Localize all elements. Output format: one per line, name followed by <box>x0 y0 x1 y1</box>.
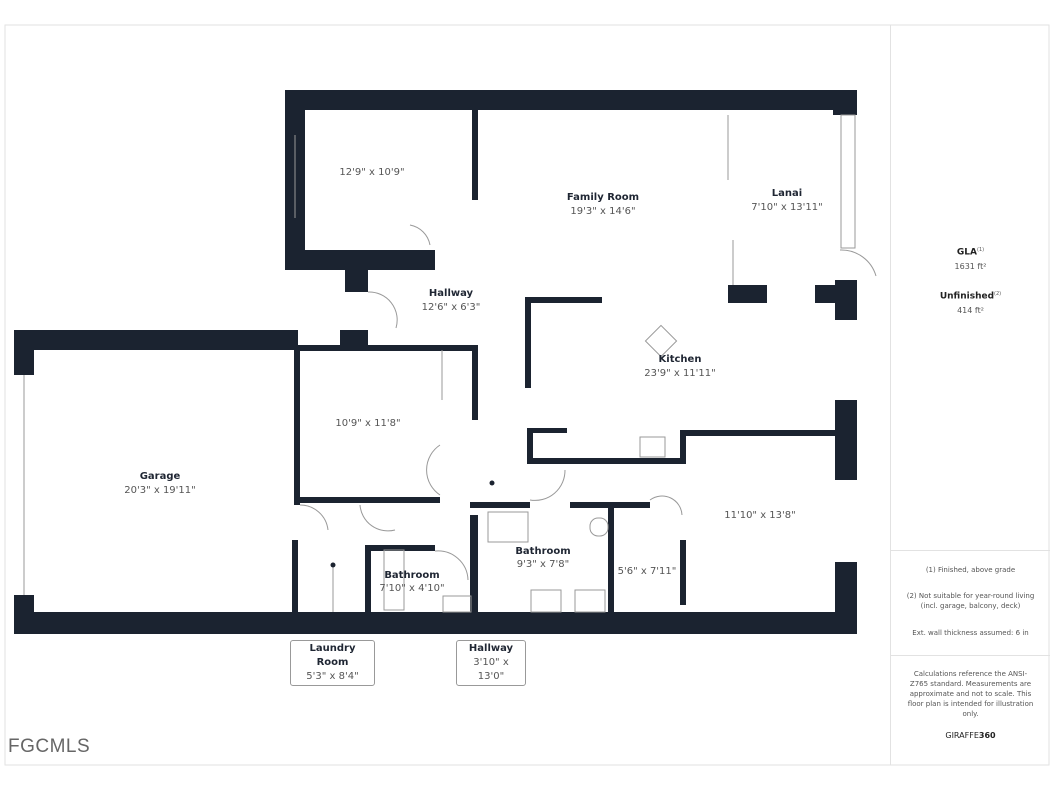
lanai-label: Lanai <box>772 188 802 199</box>
unfinished-value: 414 ft² <box>957 306 984 315</box>
summary-panel: GLA(1) 1631 ft² Unfinished(2) 414 ft² (1… <box>890 25 1050 765</box>
bathroom2-dims: 7'10" x 4'10" <box>379 583 444 594</box>
laundry-light <box>330 562 336 568</box>
hallway2-label: Hallway <box>468 643 514 654</box>
lanai-dims: 7'10" x 13'11" <box>751 202 823 213</box>
disclaimer: Calculations reference the ANSI-Z765 sta… <box>907 670 1034 718</box>
unfinished-sup: (2) <box>994 291 1002 297</box>
unfinished-label: Unfinished <box>939 291 995 302</box>
bedroom2-dims: 10'9" x 11'8" <box>335 418 400 429</box>
family-room-label: Family Room <box>567 192 639 203</box>
note-3: Ext. wall thickness assumed: 6 in <box>912 629 1029 637</box>
kitchen-dims: 23'9" x 11'11" <box>644 368 716 379</box>
kitchen-label: Kitchen <box>659 354 702 365</box>
frame <box>4 24 1050 766</box>
gla-label: GLA <box>956 247 977 258</box>
brand-logo: GIRAFFE360 <box>891 731 1050 741</box>
gla-value: 1631 ft² <box>954 262 987 271</box>
hallway2-dims: 3'10" x 13'0" <box>473 657 509 682</box>
laundry-room-label: Laundry Room <box>309 643 356 668</box>
bedroom3-dims: 11'10" x 13'8" <box>724 510 796 521</box>
gla-sup: (1) <box>977 247 985 253</box>
laundry-room-dims: 5'3" x 8'4" <box>306 671 359 682</box>
walls <box>14 90 857 634</box>
family-room-dims: 19'3" x 14'6" <box>570 206 635 217</box>
hallway-label: Hallway <box>429 288 474 299</box>
brand-b: 360 <box>978 731 996 740</box>
laundry-room-tag: Laundry Room 5'3" x 8'4" <box>290 640 375 686</box>
hallway-dims: 12'6" x 6'3" <box>422 302 481 313</box>
watermark: FGCMLS <box>8 736 91 757</box>
garage-label: Garage <box>140 471 181 482</box>
closet-dims: 5'6" x 7'11" <box>618 566 677 577</box>
hallway-light <box>489 480 495 486</box>
hallway2-tag: Hallway 3'10" x 13'0" <box>456 640 526 686</box>
windows-and-doors <box>23 114 877 613</box>
bathroom2-label: Bathroom <box>384 570 439 581</box>
bathroom1-label: Bathroom <box>515 546 570 557</box>
bathroom1-dims: 9'3" x 7'8" <box>517 559 569 570</box>
note-1: (1) Finished, above grade <box>925 566 1016 574</box>
brand-a: GIRAFFE <box>945 731 979 740</box>
garage-dims: 20'3" x 19'11" <box>124 485 196 496</box>
bedroom-dims: 12'9" x 10'9" <box>339 167 404 178</box>
note-2: (2) Not suitable for year-round living (… <box>906 592 1035 610</box>
